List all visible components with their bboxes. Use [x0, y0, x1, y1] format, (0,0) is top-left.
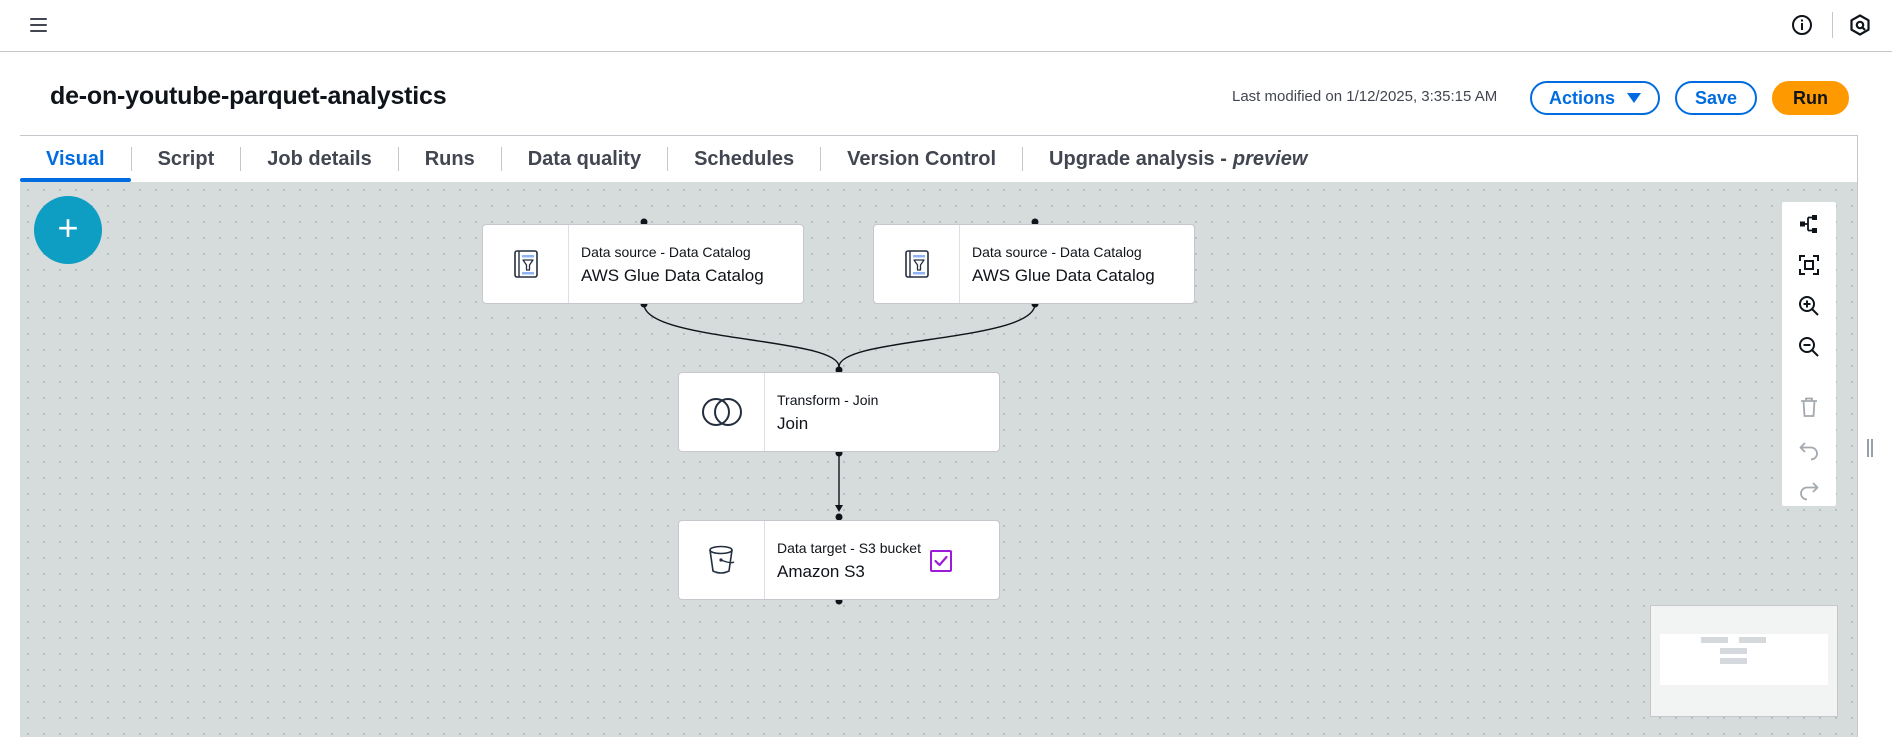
node-name-label: Amazon S3 — [777, 562, 865, 581]
tab-version-control[interactable]: Version Control — [821, 136, 1022, 182]
tab-separator — [820, 147, 822, 171]
zoom-out-icon[interactable] — [1797, 335, 1821, 359]
node-name-label: Join — [777, 414, 809, 433]
edge-source2-join — [838, 303, 1036, 368]
node-type-label: Data target - S3 bucket — [777, 540, 921, 556]
tab-preview-suffix: preview — [1232, 147, 1308, 170]
delete-icon[interactable] — [1797, 395, 1821, 419]
canvas-toolbar — [1782, 202, 1836, 506]
node-data-source-1[interactable]: Data source - Data Catalog AWS Glue Data… — [482, 224, 804, 304]
port-dot — [835, 513, 843, 521]
tab-script[interactable]: Script — [132, 136, 241, 182]
node-icon-cell — [874, 225, 960, 303]
canvas-minimap[interactable] — [1650, 605, 1838, 717]
caret-down-icon — [1627, 93, 1641, 103]
tab-upgrade-analysis[interactable]: Upgrade analysis -preview — [1023, 136, 1333, 182]
tab-runs[interactable]: Runs — [399, 136, 501, 182]
tab-label: Schedules — [694, 147, 795, 170]
node-type-label: Transform - Join — [777, 392, 879, 408]
node-data-target-s3[interactable]: Data target - S3 bucket Amazon S3 — [678, 520, 1000, 600]
minimap-viewport[interactable] — [1660, 634, 1828, 685]
redo-icon[interactable] — [1797, 477, 1821, 501]
zoom-in-icon[interactable] — [1797, 294, 1821, 318]
tab-schedules[interactable]: Schedules — [668, 136, 820, 182]
run-button[interactable]: Run — [1772, 81, 1849, 115]
node-data-source-2[interactable]: Data source - Data Catalog AWS Glue Data… — [873, 224, 1195, 304]
save-button[interactable]: Save — [1675, 81, 1757, 115]
tab-label: Data quality — [527, 147, 642, 170]
minimap-node — [1701, 637, 1728, 643]
add-node-button[interactable]: + — [34, 196, 102, 264]
tab-data-quality[interactable]: Data quality — [502, 136, 667, 182]
layout-icon[interactable] — [1797, 212, 1821, 236]
port-dot — [835, 366, 843, 374]
page-title: de-on-youtube-parquet-analystics — [50, 82, 447, 110]
join-icon — [701, 398, 742, 426]
arrow-head — [835, 505, 843, 512]
tab-job-details[interactable]: Job details — [241, 136, 397, 182]
info-icon[interactable] — [1790, 13, 1814, 37]
hexagon-settings-icon[interactable] — [1848, 13, 1872, 37]
save-label: Save — [1694, 87, 1738, 108]
canvas-border — [1857, 136, 1858, 737]
run-label: Run — [1793, 87, 1828, 108]
minimap-node — [1720, 658, 1747, 664]
last-modified-text: Last modified on 1/12/2025, 3:35:15 AM — [1232, 88, 1498, 105]
port-dot — [640, 218, 648, 226]
edge-source1-join — [643, 303, 840, 368]
tab-visual[interactable]: Visual — [20, 136, 131, 182]
top-navigation-bar — [0, 0, 1892, 52]
panel-resize-handle[interactable] — [1866, 437, 1874, 459]
tab-label: Script — [157, 147, 215, 170]
node-transform-join[interactable]: Transform - Join Join — [678, 372, 1000, 452]
tab-separator — [130, 147, 132, 171]
data-catalog-icon — [904, 250, 929, 278]
tab-separator — [240, 147, 242, 171]
node-type-label: Data source - Data Catalog — [972, 244, 1142, 260]
tab-label: Version Control — [847, 147, 997, 170]
toolbar-divider — [1832, 12, 1833, 38]
minimap-node — [1720, 648, 1747, 654]
tab-label: Upgrade analysis - — [1049, 147, 1227, 170]
node-name-label: AWS Glue Data Catalog — [581, 266, 764, 285]
undo-icon[interactable] — [1797, 437, 1821, 461]
tab-label: Job details — [267, 147, 372, 170]
node-icon-cell — [679, 373, 765, 451]
tab-separator — [1022, 147, 1024, 171]
tab-label: Visual — [46, 147, 105, 170]
tab-separator — [667, 147, 669, 171]
hamburger-icon[interactable] — [28, 14, 50, 36]
actions-label: Actions — [1548, 87, 1615, 108]
fit-view-icon[interactable] — [1797, 253, 1821, 277]
check-status-icon — [930, 550, 952, 572]
port-dot — [1031, 218, 1039, 226]
actions-dropdown-button[interactable]: Actions — [1530, 81, 1660, 115]
s3-bucket-icon — [708, 545, 734, 574]
data-catalog-icon — [513, 250, 538, 278]
tab-separator — [397, 147, 399, 171]
tab-label: Runs — [424, 147, 475, 170]
minimap-node — [1739, 637, 1766, 643]
node-type-label: Data source - Data Catalog — [581, 244, 751, 260]
node-name-label: AWS Glue Data Catalog — [972, 266, 1155, 285]
tabs-top-border — [20, 135, 1858, 136]
visual-canvas[interactable]: + Data source - Data Catalog AWS Glue Da… — [20, 182, 1858, 737]
job-tabs: Visual Script Job details Runs Data qual… — [20, 136, 1858, 182]
tab-separator — [500, 147, 502, 171]
node-icon-cell — [483, 225, 569, 303]
node-icon-cell — [679, 521, 765, 599]
